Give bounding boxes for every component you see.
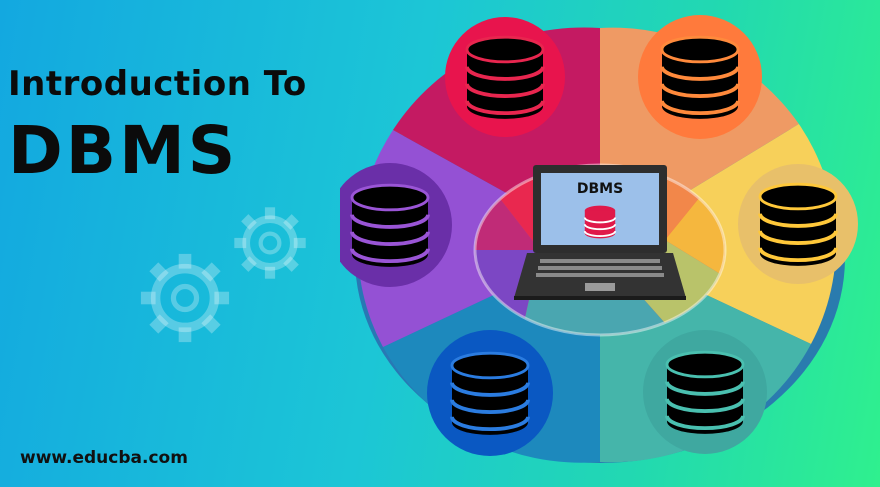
laptop-icon: DBMS [514,165,686,300]
database-bubble-yellow [738,164,858,284]
dbms-wheel: DBMS [340,15,858,463]
database-bubble-orange [638,15,762,139]
title-line-2: DBMS [8,112,239,189]
database-icon [660,35,740,121]
database-icon [758,182,838,268]
database-icon [465,35,545,121]
laptop-screen-label: DBMS [577,181,623,197]
gear-icons [130,195,330,365]
database-icon [665,350,745,436]
website-url: www.educba.com [20,448,188,468]
database-bubble-blue [427,330,553,456]
database-icon [350,183,430,269]
database-bubble-purple [340,163,452,287]
title-line-1: Introduction To [8,64,307,104]
database-bubble-magenta [445,17,565,137]
gear-icon [234,207,305,278]
database-icon [450,351,530,437]
gear-icon [141,254,229,342]
database-bubble-teal [643,330,767,454]
database-icon [583,205,617,239]
